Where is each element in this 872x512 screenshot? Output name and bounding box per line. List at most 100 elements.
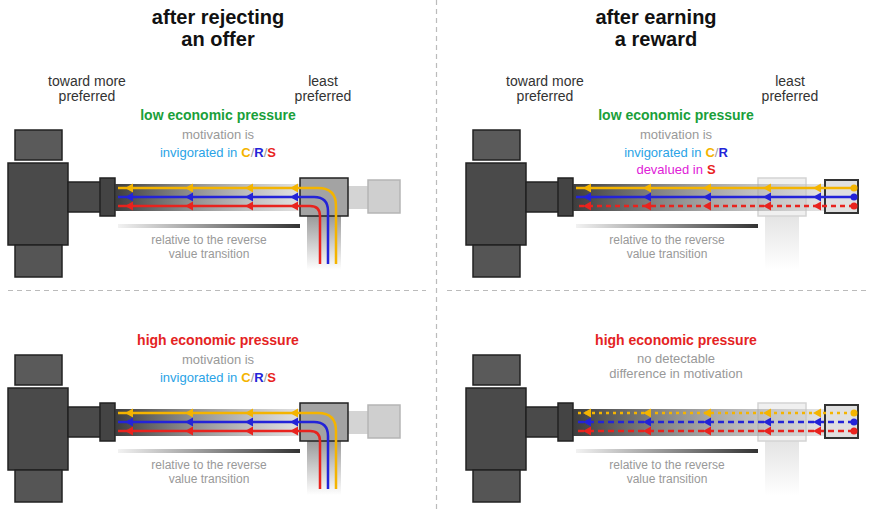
flow-group bbox=[576, 184, 858, 211]
direction-label: toward more preferred bbox=[485, 74, 605, 105]
text-line: motivation is bbox=[182, 127, 254, 142]
arrowhead bbox=[703, 427, 711, 436]
arrowhead bbox=[813, 184, 821, 193]
flow-group bbox=[576, 409, 858, 436]
arrowhead bbox=[245, 184, 253, 193]
text-line: invigorated inC/R/S bbox=[160, 145, 276, 160]
effect-text: devalued in bbox=[636, 162, 703, 177]
effect-text: invigorated in bbox=[624, 145, 701, 160]
arrowhead bbox=[703, 418, 711, 427]
arrowhead bbox=[583, 202, 591, 211]
motivation-text: motivation is bbox=[182, 127, 254, 142]
comparison-note: relative to the reverse value transition bbox=[142, 459, 277, 487]
arrowhead bbox=[245, 193, 253, 202]
text-line: low economic pressure bbox=[598, 107, 754, 123]
text-line: invigorated inC/R/S bbox=[160, 370, 276, 385]
arrowhead bbox=[185, 193, 193, 202]
arrowhead bbox=[290, 184, 298, 193]
effect-text: invigorated in bbox=[160, 145, 237, 160]
arrowhead bbox=[583, 418, 591, 427]
text-line: high economic pressure bbox=[595, 332, 757, 348]
flow-line bbox=[576, 430, 854, 433]
arrowhead bbox=[583, 184, 591, 193]
condition-letter: R bbox=[718, 145, 727, 160]
arrowhead bbox=[245, 418, 253, 427]
arrowhead bbox=[763, 184, 771, 193]
pressure-label: high economic pressure bbox=[137, 332, 299, 348]
pipe-panel bbox=[466, 130, 858, 277]
row-divider bbox=[8, 290, 426, 291]
arrowhead bbox=[813, 418, 821, 427]
arrowhead bbox=[185, 184, 193, 193]
arrowhead bbox=[125, 409, 133, 418]
arrowhead bbox=[583, 409, 591, 418]
condition-letter: R bbox=[254, 370, 263, 385]
condition-letter: C bbox=[241, 370, 250, 385]
flow-line bbox=[576, 187, 854, 190]
condition-letter: S bbox=[707, 162, 716, 177]
arrowhead bbox=[125, 193, 133, 202]
column-heading: after earning a reward bbox=[590, 6, 722, 50]
flow-arrows bbox=[118, 184, 858, 490]
condition-letter: S bbox=[267, 145, 276, 160]
arrowhead bbox=[643, 409, 651, 418]
flow-line bbox=[118, 188, 336, 264]
arrowhead bbox=[290, 427, 298, 436]
flow-line bbox=[576, 196, 854, 199]
arrowhead bbox=[703, 193, 711, 202]
arrowhead bbox=[813, 202, 821, 211]
arrowhead bbox=[290, 202, 298, 211]
arrowhead bbox=[185, 409, 193, 418]
flow-line bbox=[118, 431, 320, 489]
text-line: devalued in S bbox=[636, 162, 715, 177]
arrowhead bbox=[813, 193, 821, 202]
column-heading: after rejecting an offer bbox=[143, 6, 293, 50]
column-divider bbox=[436, 0, 437, 512]
motivation-text: motivation is bbox=[640, 127, 712, 142]
flow-group bbox=[118, 184, 336, 265]
arrowhead bbox=[245, 427, 253, 436]
flow-line bbox=[118, 422, 328, 489]
arrowhead bbox=[185, 418, 193, 427]
motivation-text: no detectable difference in motivation bbox=[608, 352, 744, 382]
arrowhead bbox=[643, 427, 651, 436]
arrowhead bbox=[125, 427, 133, 436]
pressure-label: high economic pressure bbox=[595, 332, 757, 348]
arrowhead bbox=[763, 427, 771, 436]
flow-group bbox=[118, 409, 336, 490]
separator: / bbox=[264, 145, 268, 160]
condition-letter: S bbox=[267, 370, 276, 385]
direction-label: least preferred bbox=[750, 74, 830, 105]
separator: / bbox=[251, 370, 255, 385]
separator: / bbox=[251, 145, 255, 160]
text-line: motivation is bbox=[182, 352, 254, 367]
arrowhead bbox=[125, 418, 133, 427]
arrowhead bbox=[290, 418, 298, 427]
text-line: invigorated inC/R bbox=[624, 145, 728, 160]
flow-line bbox=[576, 412, 854, 415]
direction-label: toward more preferred bbox=[27, 74, 147, 105]
arrowhead bbox=[245, 409, 253, 418]
arrowhead bbox=[703, 202, 711, 211]
arrowhead bbox=[643, 184, 651, 193]
motivation-text: motivation is bbox=[182, 352, 254, 367]
arrowhead bbox=[125, 202, 133, 211]
flow-line bbox=[576, 421, 854, 424]
condition-letter: C bbox=[705, 145, 714, 160]
arrowhead bbox=[125, 184, 133, 193]
text-line: high economic pressure bbox=[137, 332, 299, 348]
arrowhead bbox=[245, 202, 253, 211]
comparison-note: relative to the reverse value transition bbox=[600, 459, 735, 487]
arrowhead bbox=[763, 202, 771, 211]
condition-letter: C bbox=[241, 145, 250, 160]
pipe-panel bbox=[8, 130, 400, 277]
pressure-label: low economic pressure bbox=[598, 107, 754, 123]
pipe-panel bbox=[8, 355, 400, 502]
row-divider bbox=[447, 290, 866, 291]
text-line: low economic pressure bbox=[140, 107, 296, 123]
arrowhead bbox=[813, 427, 821, 436]
arrowhead bbox=[185, 427, 193, 436]
flow-line bbox=[118, 413, 336, 489]
arrowhead bbox=[813, 409, 821, 418]
